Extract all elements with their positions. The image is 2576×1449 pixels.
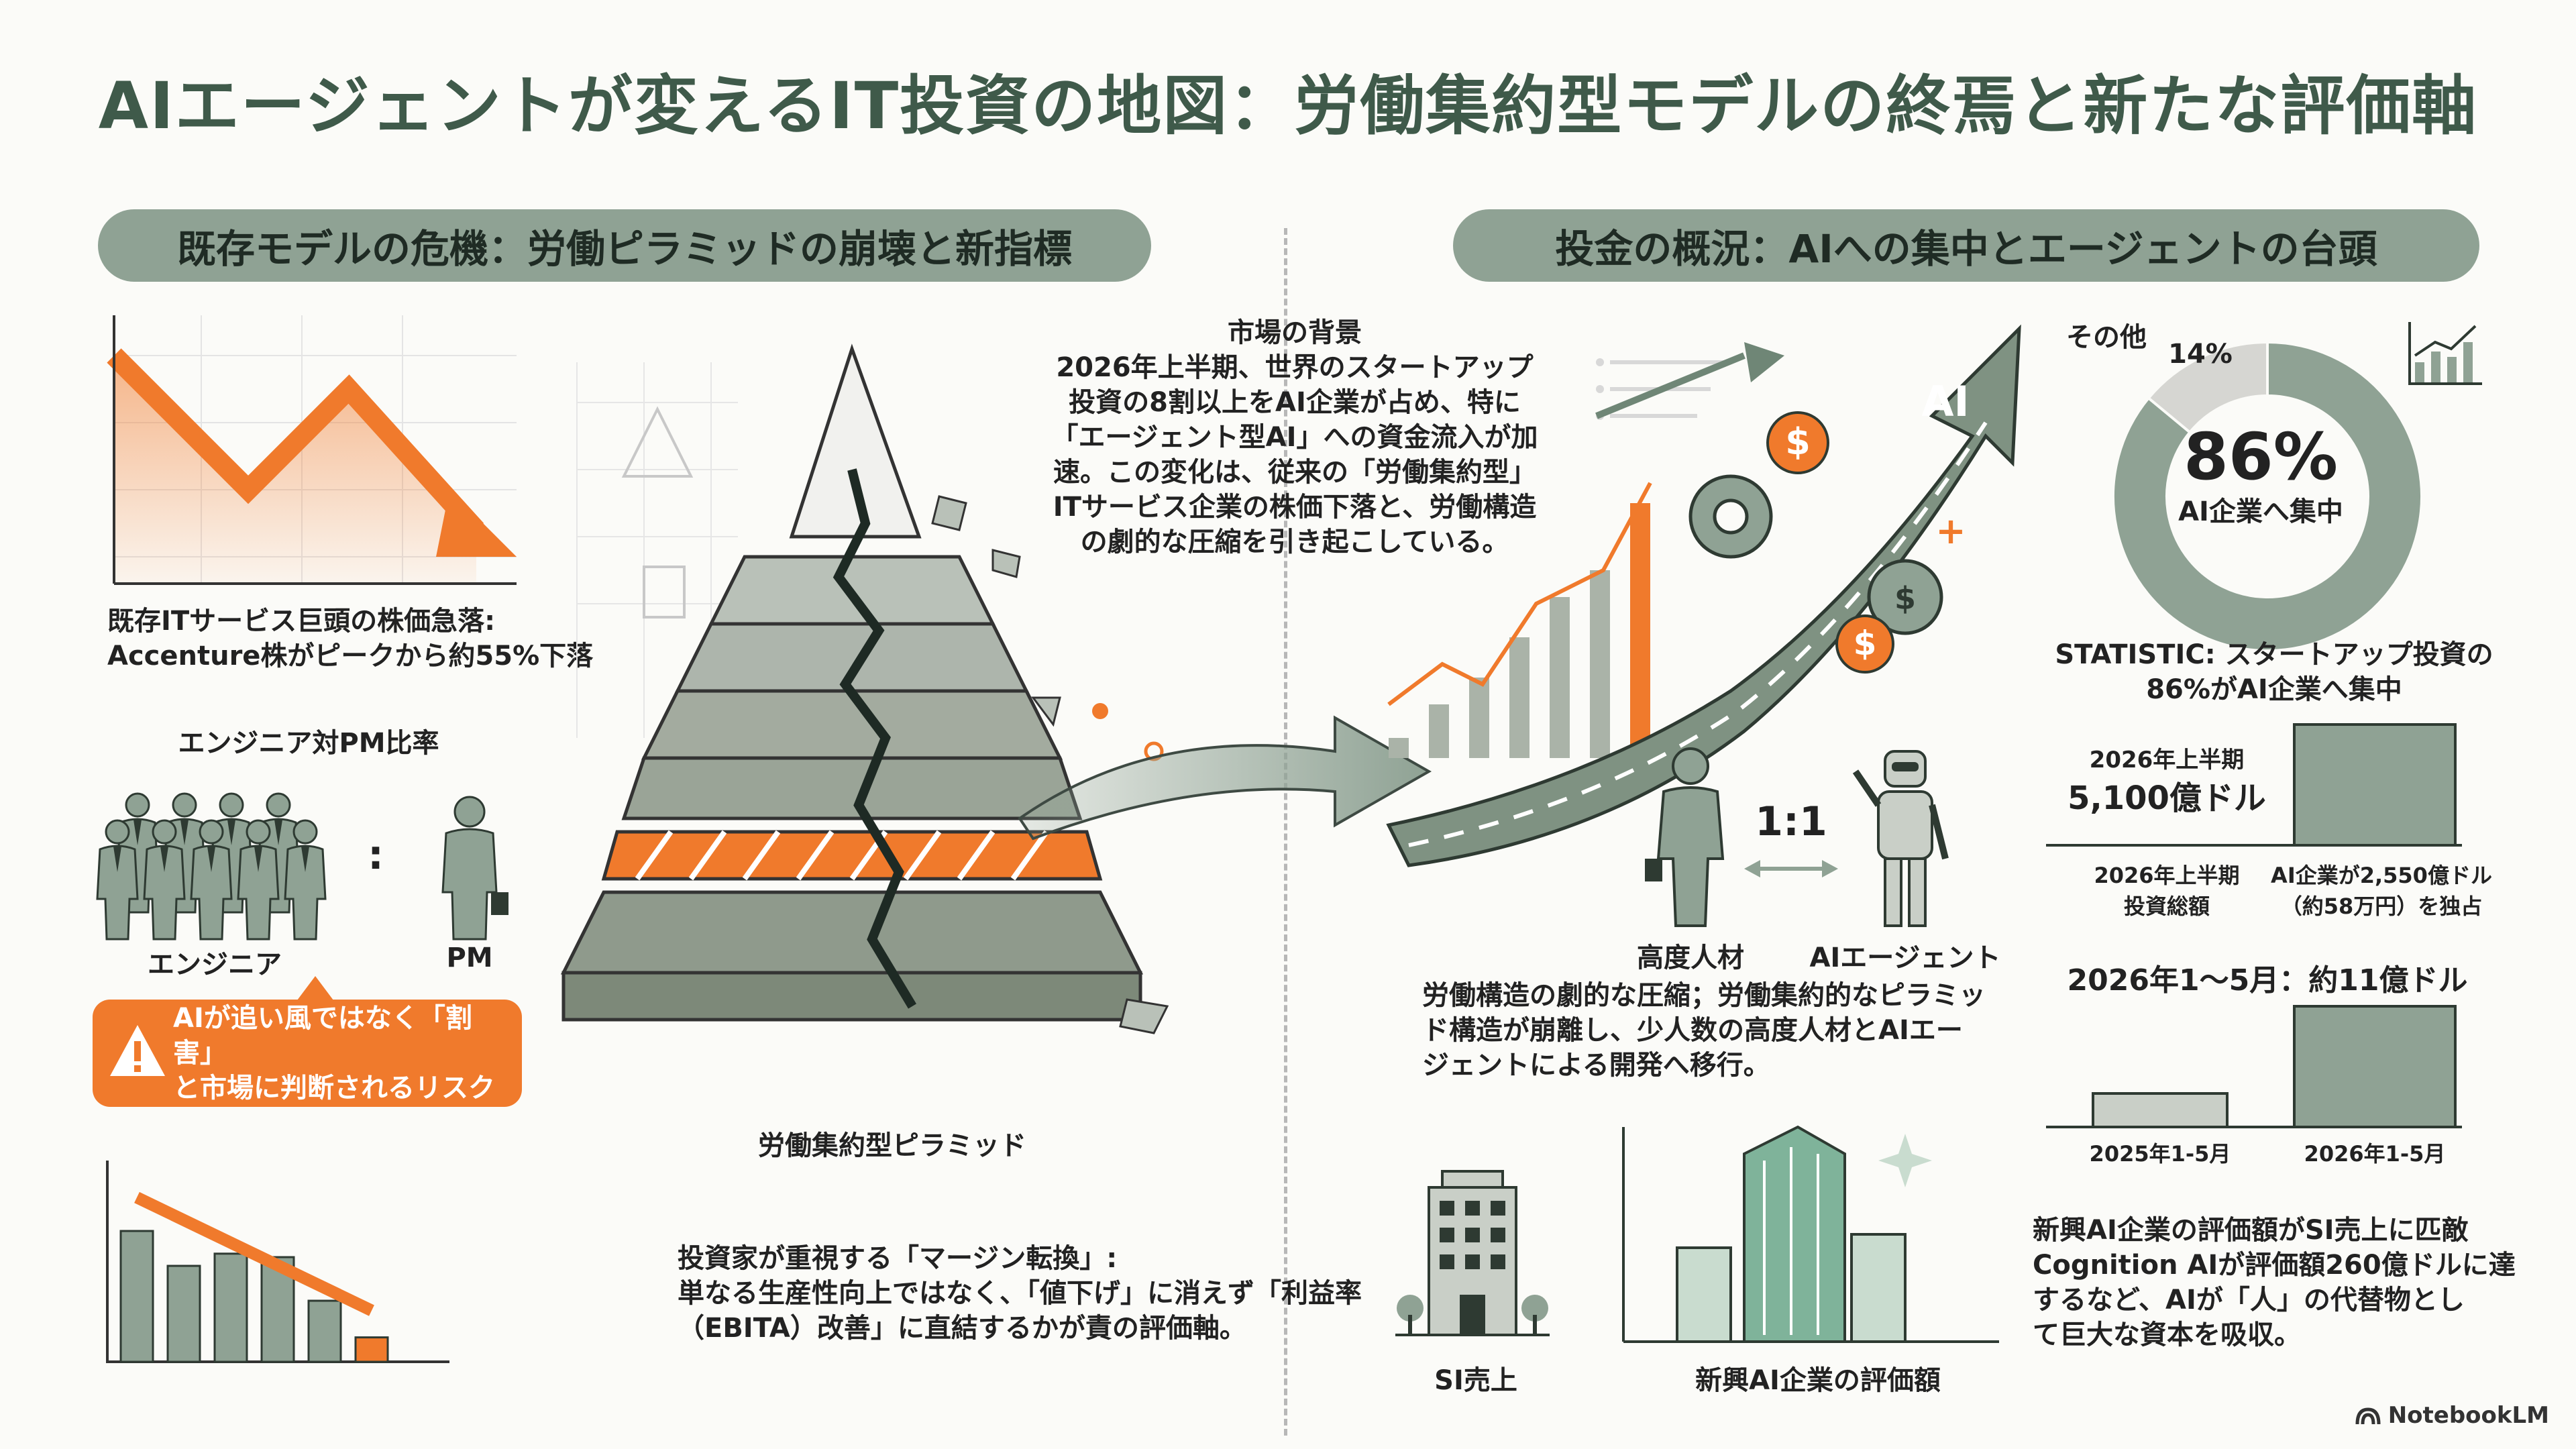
talent-label: 高度人材 [1637,943,1744,973]
ai-tower-icon [1622,1125,1999,1343]
engineers-group-icon [96,792,327,941]
bar-1 [166,1265,201,1363]
compression-text: 労働構造の劇的な圧縮；労働集約的なピラミッ ド構造が崩離し、少人数の高度人材とA… [1422,980,1986,1081]
right-section-header: 投金の概況：AIへの集中とエージェントの台頭 [1453,209,2479,282]
pyramid-label: 労働集約型ピラミッド [758,1130,1026,1161]
h1-category-total: 2026年上半期 投資総額 [2094,863,2240,919]
plus-sign: + [1935,510,1966,552]
alert-pointer [295,976,335,1003]
notebooklm-brand: NotebookLM [2355,1402,2549,1429]
cognition-text: 新興AI企業の評価額がSI売上に匹敵 Cognition AIが評価額260億ド… [2033,1215,2516,1350]
stock-drop-chart [107,315,517,585]
arrow-ai-label: AI [1921,377,1969,426]
ratio-one-to-one: 1:1 [1755,798,1827,845]
double-arrow-icon [1744,860,1838,877]
si-revenue-label: SI売上 [1434,1365,1517,1396]
jan-may-chart [2046,1005,2462,1128]
bar-0 [119,1230,154,1363]
donut-other-pct: 14% [2168,339,2233,370]
left-section-header: 既存モデルの危機：労働ピラミッドの崩壊と新指標 [98,209,1151,282]
market-background-body: 2026年上半期、世界のスタートアップ 投資の8割以上をAI企業が占め、特に 「… [1051,352,1538,557]
donut-slice-ai [2112,340,2423,652]
donut-main-label: AI企業へ集中 [2178,496,2343,527]
stock-drop-text: 既存ITサービス巨頭の株価急落: Accenture株がピークから約55%下落 [107,606,594,672]
pm-label: PM [446,943,493,973]
notebooklm-logo-icon [2355,1407,2381,1425]
h1-chart-title: 2026年上半期 [2089,747,2245,773]
robot-agent-icon [1852,750,1949,927]
declining-bar-chart [106,1161,449,1363]
ratio-title: エンジニア対PM比率 [178,728,439,759]
dollar-gear: $ [1894,580,1916,616]
warning-icon [110,1025,165,1076]
h1-category-ai: AI企業が2,550億ドル （約58万円）を独占 [2271,863,2492,919]
agent-label: AIエージェント [1809,943,2001,973]
jan-may-category-2025: 2025年1-5月 [2089,1141,2231,1167]
jan-may-chart-title: 2026年1～5月：約11億ドル [2067,963,2468,998]
section-divider [1284,228,1287,1436]
donut-other-label: その他 [2066,322,2147,353]
h1-investment-chart [2046,723,2462,847]
donut-slice-other [2146,340,2269,435]
flow-arrow [1018,715,1432,841]
brand-text: NotebookLM [2387,1402,2549,1429]
bar-4 [307,1299,342,1363]
ai-valuation-label: 新興AI企業の評価額 [1695,1365,1941,1396]
bar-5 [354,1336,389,1363]
talent-icon [1645,747,1725,927]
risk-alert: AIが追い風ではなく「割害」 と市場に判断されるリスク [93,1000,522,1107]
investment-donut-chart [2112,340,2423,652]
si-building-icon [1395,1170,1550,1336]
engineer-label: エンジニア [148,949,282,980]
dollar-coin-2: $ [1854,624,1877,663]
h1-total: 5,100億ドル [2068,780,2266,817]
ratio-separator: : [368,832,384,879]
dollar-coin-1: $ [1785,421,1811,463]
risk-alert-text: AIが追い風ではなく「割害」 と市場に判断されるリスク [173,1003,495,1104]
mini-chart-icon [2408,322,2482,385]
jan-may-category-2026: 2026年1-5月 [2304,1141,2446,1167]
growth-illustration: $ $ $ + AI [1386,324,2021,867]
statistic-text: STATISTIC: スタートアップ投資の 86%がAI企業へ集中 [2055,639,2493,705]
page-title: AIエージェントが変えるIT投資の地図：労働集約型モデルの終焉と新たな評価軸 [98,68,2478,144]
market-background-title: 市場の背景 [1228,317,1362,348]
bar-trend-line [134,1191,374,1316]
pm-icon [441,796,508,941]
margin-conversion-text: 投資家が重視する「マージン転換」: 単なる生産性向上ではなく、「値下げ」に消えず… [678,1243,1362,1344]
bar-2 [213,1252,248,1363]
donut-main-pct: 86% [2184,419,2338,494]
